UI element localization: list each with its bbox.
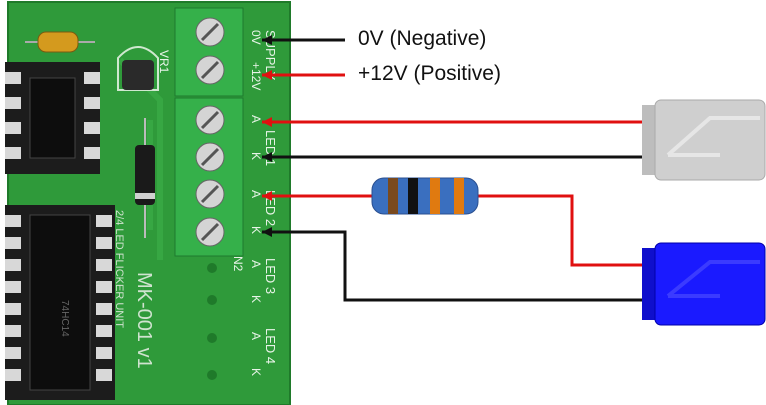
led4-pin-a: A [249,332,263,340]
led2-pin-a: A [249,190,263,198]
resistor [371,177,479,215]
led2-label: LED 2 [263,190,278,226]
ic-pin [5,215,21,227]
ic-16pin-socket: 74HC14 [5,205,115,400]
led3-label: LED 3 [263,258,278,294]
led3-pin-k: K [249,295,263,303]
ic-pin [96,325,112,337]
label-0v-negative: 0V (Negative) [358,27,487,50]
jumper-label: N2 [231,256,245,272]
wire-led2-cathode [262,230,648,302]
ic-pin [5,325,21,337]
ic-8pin-socket [5,62,100,174]
ic-pin [5,237,21,249]
voltage-regulator: VR1 [117,46,171,91]
silkscreen: SUPPLY 0V +12V LED 1 A K LED 2 A K LED 3… [113,30,278,376]
led-pads-unpopulated [207,263,217,380]
led-2 [642,242,766,326]
led4-pin-k: K [249,368,263,376]
ic-pin [5,347,21,359]
board-model: MK-001 v1 [133,272,155,369]
supply-terminal-block [174,7,244,97]
ic-pin [5,259,21,271]
board-title: 2/4 LED FLICKER UNIT [113,210,125,328]
ic-pin [96,215,112,227]
ic-pin [5,303,21,315]
led1-pin-a: A [249,115,263,123]
capacitor [25,31,95,53]
ic-pin [96,237,112,249]
arrowheads [262,35,272,237]
led4-label: LED 4 [263,328,278,364]
diode [135,118,155,238]
wire-led2-anode-b [478,194,648,267]
led-1 [642,99,766,181]
ic-pin [96,369,112,381]
supply-pin-0v: 0V [249,30,263,45]
ic-pin [96,347,112,359]
led1-pin-k: K [249,152,263,160]
vr-label: VR1 [157,50,171,74]
svg-text:74HC14: 74HC14 [59,300,70,337]
ic-pin [5,281,21,293]
ic-pin [96,303,112,315]
ic-pin [5,369,21,381]
led-terminal-block [174,97,244,257]
wires [262,38,648,302]
ic-pin [96,281,112,293]
ic-pin [96,259,112,271]
label-12v-positive: +12V (Positive) [358,62,501,85]
supply-pin-12v: +12V [249,62,263,90]
supply-label: SUPPLY [263,30,278,81]
led3-pin-a: A [249,260,263,268]
led2-pin-k: K [249,226,263,234]
